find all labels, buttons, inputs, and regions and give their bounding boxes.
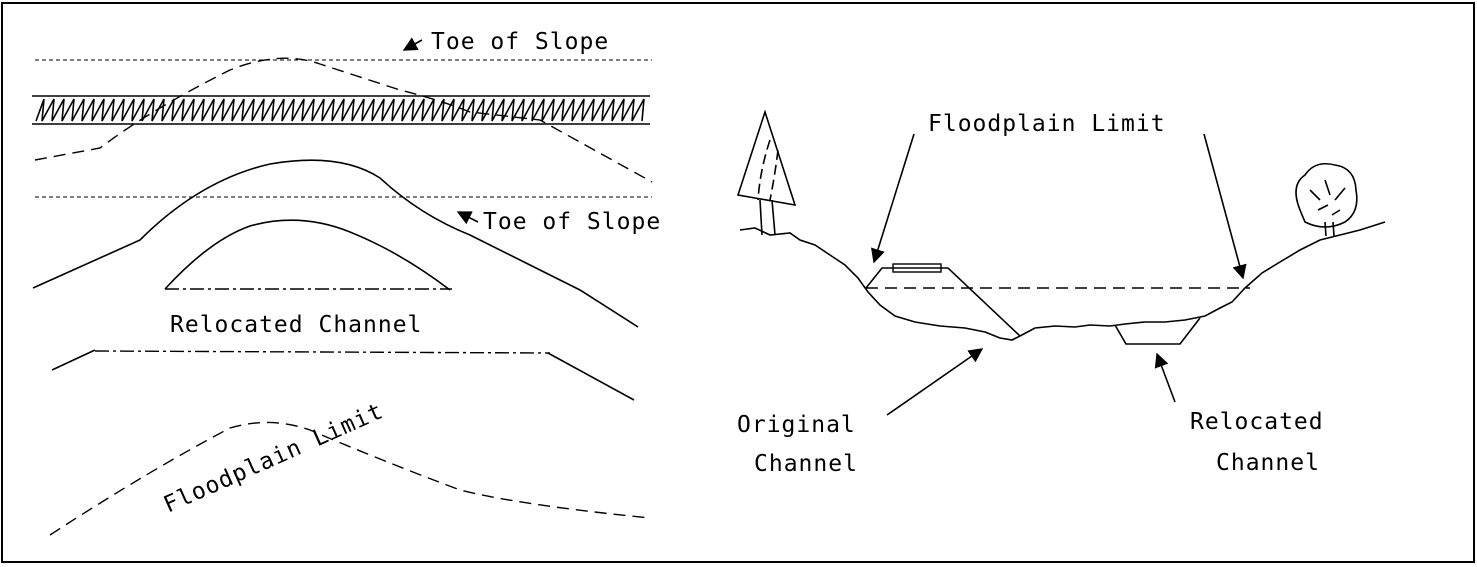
toe-arrow-mid	[456, 211, 479, 225]
relocated-channel-arrow	[1154, 352, 1176, 403]
original-channel-arrow	[886, 348, 984, 416]
relocated-channel-section	[1114, 317, 1201, 345]
lower-road-centerline	[94, 350, 551, 354]
label-toe-of-slope-top: Toe of Slope	[431, 29, 609, 55]
ground-profile-line	[739, 221, 1386, 341]
floodplain-limit-line	[49, 421, 651, 536]
toe-arrow-top	[402, 37, 423, 51]
conifer-tree-icon	[736, 109, 797, 236]
label-relocated-channel-plan: Relocated Channel	[170, 312, 422, 338]
road-surface	[892, 263, 942, 273]
section-view: Floodplain Limit Original Channel Reloca…	[736, 109, 1386, 477]
road-band	[32, 95, 650, 125]
lower-road-line	[51, 349, 96, 371]
plan-view: Toe of Slope Toe of Slope Relocated Chan…	[32, 29, 661, 536]
floodplain-arrow-left	[870, 133, 915, 264]
label-relocated-channel-line2: Channel	[1216, 450, 1320, 476]
embankment-outline-solid	[32, 159, 639, 328]
deciduous-tree-icon	[1295, 162, 1358, 237]
label-original-channel-line1: Original	[737, 412, 856, 438]
label-toe-of-slope-mid: Toe of Slope	[483, 209, 661, 235]
floodplain-arrow-right	[1203, 133, 1247, 280]
label-floodplain-limit-plan: Floodplain Limit	[160, 398, 388, 518]
relocated-channel-arch	[164, 219, 451, 291]
road-embankment	[865, 267, 1021, 337]
label-floodplain-limit-section: Floodplain Limit	[928, 111, 1166, 137]
label-relocated-channel-line1: Relocated	[1190, 409, 1324, 435]
label-original-channel-line2: Channel	[754, 451, 858, 477]
